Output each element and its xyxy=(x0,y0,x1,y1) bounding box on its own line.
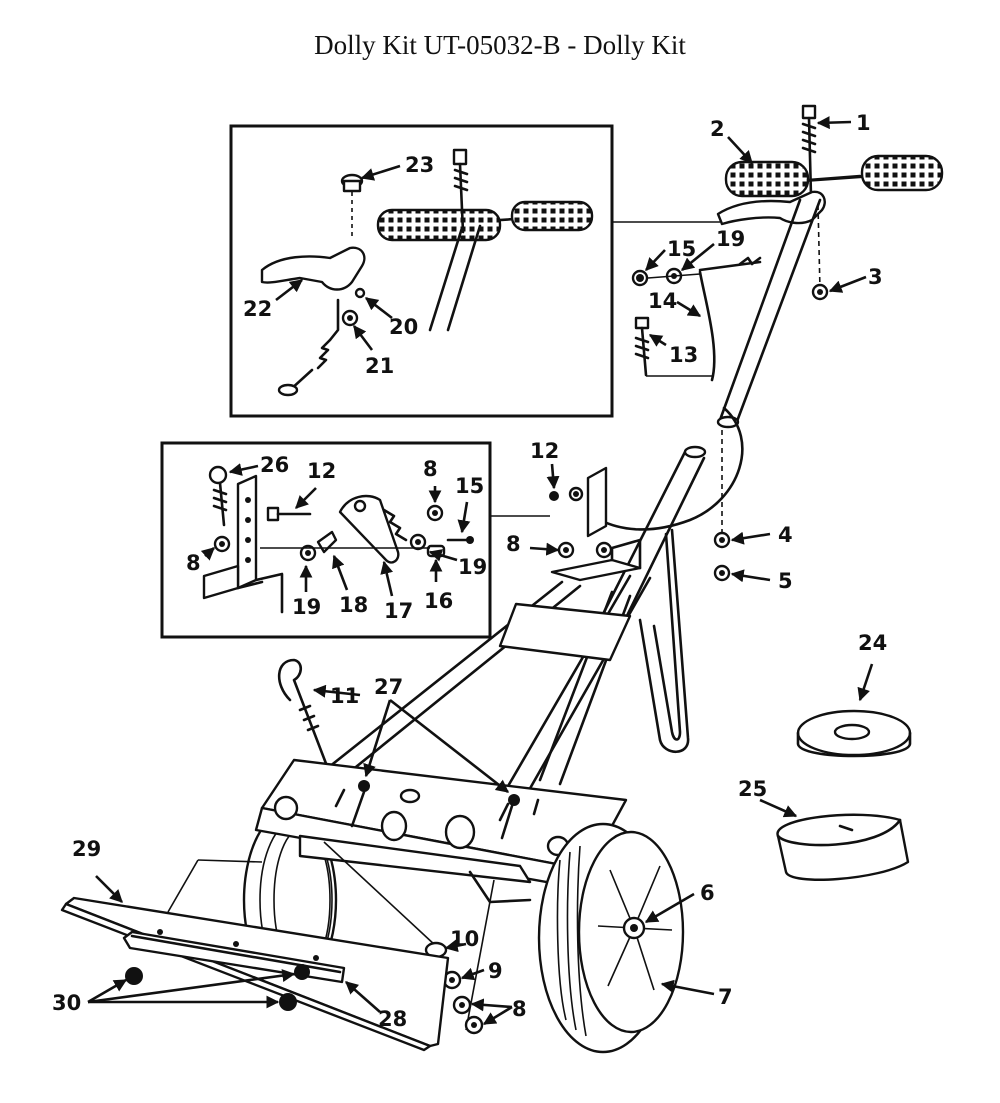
inset-grip-right xyxy=(510,200,594,232)
callout-6: 6 xyxy=(700,881,715,905)
grip-right xyxy=(860,154,944,192)
callout-17: 17 xyxy=(384,599,413,623)
callout-15: 15 xyxy=(667,237,696,261)
callout-18: 18 xyxy=(339,593,368,617)
callout-19-inset-left: 19 xyxy=(292,595,321,619)
callout-7: 7 xyxy=(718,985,733,1009)
callout-8-inset-top: 8 xyxy=(423,457,438,481)
callout-8-mid: 8 xyxy=(506,532,521,556)
callout-8-bottom: 8 xyxy=(512,997,527,1021)
callout-19: 19 xyxy=(716,227,745,251)
callout-12: 12 xyxy=(530,439,559,463)
callout-25: 25 xyxy=(738,777,767,801)
callout-27: 27 xyxy=(374,675,403,699)
callout-4: 4 xyxy=(778,523,793,547)
callout-29: 29 xyxy=(72,837,101,861)
callout-14: 14 xyxy=(648,289,677,313)
foot-plate: 29 28 30 xyxy=(52,837,450,1052)
callout-19-inset-right: 19 xyxy=(458,555,487,579)
callout-16: 16 xyxy=(424,589,453,613)
callout-15-inset: 15 xyxy=(455,474,484,498)
inset-bracket-detail: 26 12 8 15 8 19 16 17 18 19 xyxy=(160,441,550,639)
frame-and-bracket: 12 8 4 5 xyxy=(298,406,793,808)
callout-23: 23 xyxy=(405,153,434,177)
page-title: Dolly Kit UT-05032-B - Dolly Kit xyxy=(314,30,686,60)
callout-28: 28 xyxy=(378,1007,407,1031)
inset-lever-detail: 23 22 20 21 xyxy=(229,124,720,418)
inset-grip-left xyxy=(376,208,502,242)
callout-10: 10 xyxy=(450,927,479,951)
washer-and-strap: 24 25 xyxy=(738,631,912,881)
grip-left xyxy=(724,160,810,198)
callout-20: 20 xyxy=(389,315,418,339)
callout-21: 21 xyxy=(365,354,394,378)
callout-26: 26 xyxy=(260,453,289,477)
lever-22 xyxy=(260,246,366,291)
handle-assembly: 1 2 3 15 19 14 13 xyxy=(631,104,944,429)
callout-12-inset: 12 xyxy=(307,459,336,483)
callout-9: 9 xyxy=(488,959,503,983)
callout-30: 30 xyxy=(52,991,81,1015)
callout-24: 24 xyxy=(858,631,887,655)
callout-22: 22 xyxy=(243,297,272,321)
callout-3: 3 xyxy=(868,265,883,289)
callout-1: 1 xyxy=(856,111,871,135)
axle-and-wheels: 11 27 6 7 xyxy=(242,658,733,1054)
callout-8-inset-left: 8 xyxy=(186,551,201,575)
callout-2: 2 xyxy=(710,117,725,141)
callout-5: 5 xyxy=(778,569,793,593)
callout-13: 13 xyxy=(669,343,698,367)
callout-11: 11 xyxy=(330,684,359,708)
